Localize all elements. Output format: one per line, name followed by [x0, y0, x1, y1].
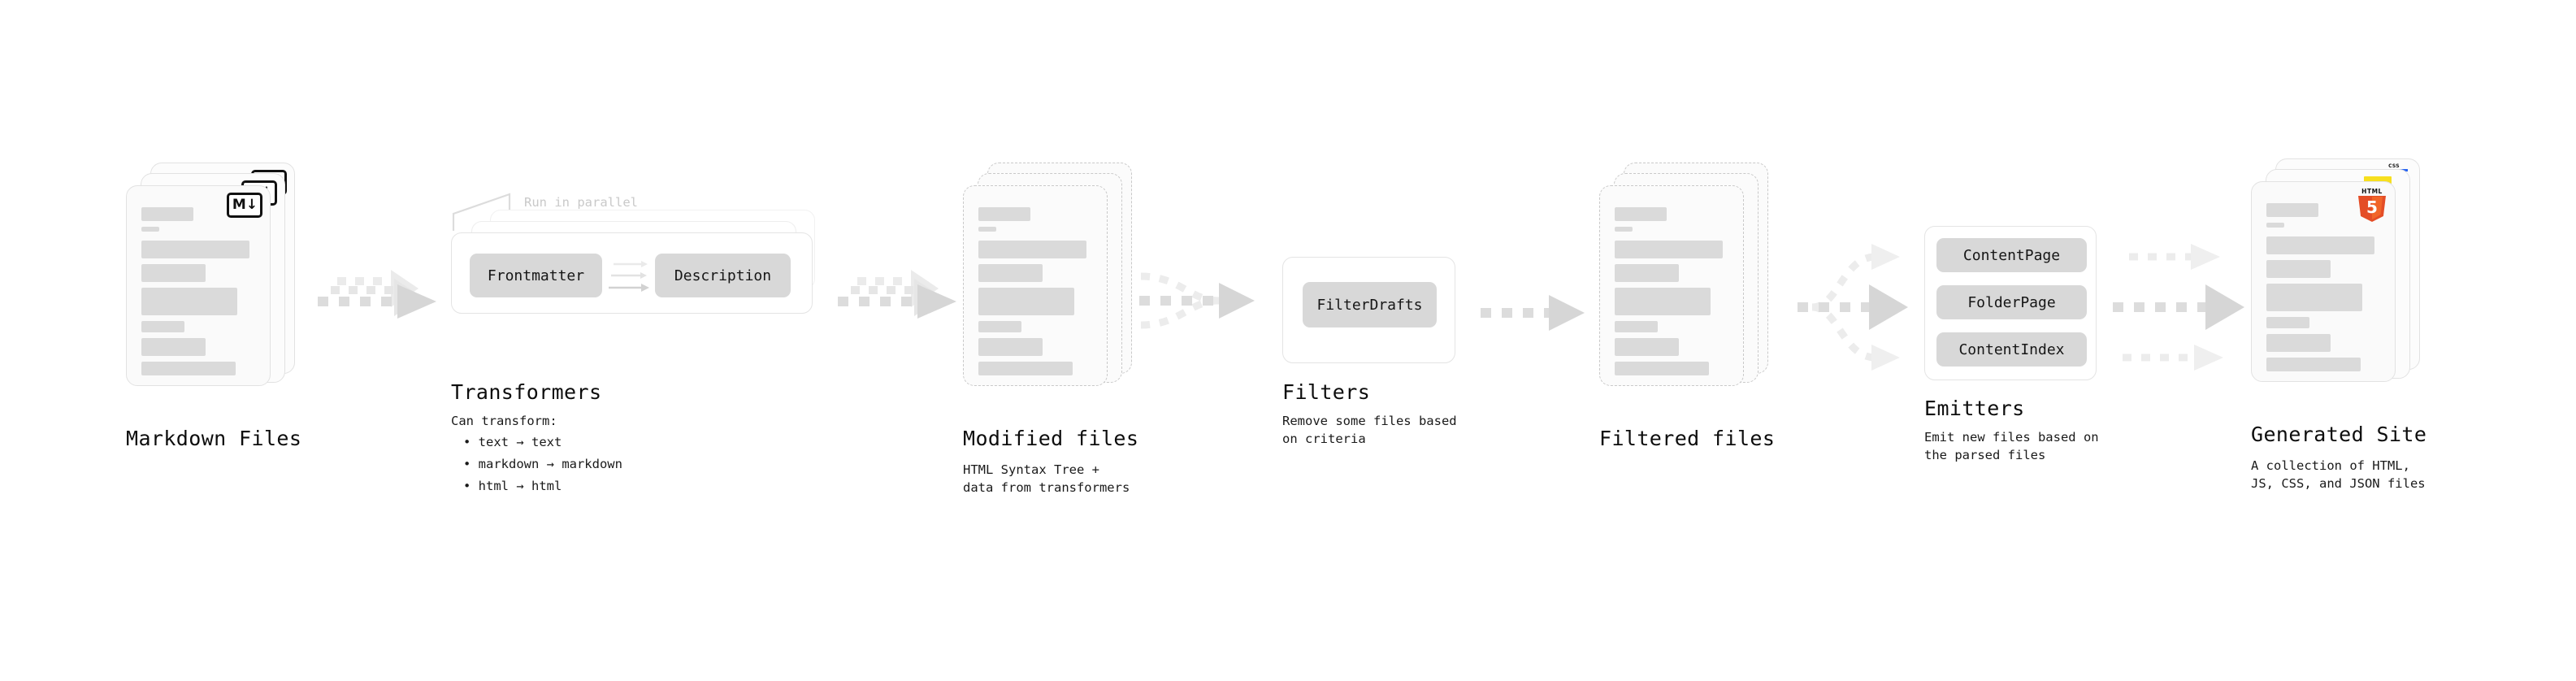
skeleton-line — [1615, 321, 1658, 332]
stage-markdown-files: M↓ M↓ M↓ — [126, 163, 295, 386]
filters-box: FilterDrafts — [1282, 257, 1455, 363]
chip-filterdrafts[interactable]: FilterDrafts — [1303, 282, 1437, 327]
skeleton-title — [141, 207, 193, 221]
skeleton-line — [1615, 288, 1711, 315]
document-skeleton — [141, 207, 258, 381]
skeleton-line — [141, 321, 184, 332]
skeleton-title — [978, 207, 1030, 221]
skeleton-line — [141, 241, 249, 258]
arrow-icon-triple-wide — [2113, 244, 2244, 371]
document-card-front: HTML 5 — [2251, 181, 2396, 382]
skeleton-line — [2266, 317, 2309, 328]
label-emitters: Emitters — [1924, 397, 2025, 420]
skeleton-line — [978, 338, 1043, 356]
chip-description[interactable]: Description — [655, 254, 791, 297]
modified-files-description: HTML Syntax Tree + data from transformer… — [963, 462, 1130, 495]
inner-arrow-icons — [609, 261, 649, 292]
html5-badge-word: HTML — [2361, 188, 2383, 195]
generated-site-description: A collection of HTML, JS, CSS, and JSON … — [2251, 458, 2426, 491]
label-filtered-files: Filtered files — [1599, 427, 1776, 450]
transformers-bullet-2: • html → html — [463, 479, 562, 493]
filtered-file-stack — [1599, 163, 1768, 386]
chip-contentindex[interactable]: ContentIndex — [1936, 332, 2087, 367]
skeleton-line — [1615, 264, 1679, 282]
label-markdown-files: Markdown Files — [126, 427, 302, 450]
skeleton-line — [2266, 358, 2361, 371]
document-card-front — [963, 185, 1108, 386]
skeleton-line — [1615, 362, 1709, 375]
note-run-in-parallel: Run in parallel — [524, 195, 638, 210]
document-skeleton — [978, 207, 1095, 381]
transformers-bullet-0: • text → text — [463, 435, 562, 449]
skeleton-subtitle — [1615, 227, 1633, 232]
label-generated-site: Generated Site — [2251, 423, 2427, 446]
document-card-front — [1599, 185, 1744, 386]
run-in-parallel-bracket — [452, 193, 511, 231]
document-card-front: M↓ — [126, 185, 271, 386]
html5-shield-inner — [2372, 197, 2383, 220]
filters-description: Remove some files based on criteria — [1282, 414, 1457, 446]
label-transformers: Transformers — [451, 380, 602, 404]
emitters-box: ContentPage FolderPage ContentIndex — [1924, 226, 2097, 380]
arrow-icon-converge — [1139, 272, 1255, 329]
skeleton-line — [978, 288, 1074, 315]
css-badge-label: CSS — [2388, 163, 2400, 169]
arrow-icon-fanout — [1798, 244, 1908, 371]
markdown-file-stack: M↓ M↓ M↓ — [126, 163, 295, 386]
skeleton-line — [1615, 241, 1723, 258]
arrow-transformers-to-modified — [833, 268, 971, 333]
skeleton-line — [141, 362, 236, 375]
skeleton-line — [978, 241, 1086, 258]
html5-badge: HTML 5 — [2357, 188, 2387, 222]
arrow-icon-triple — [838, 270, 956, 319]
skeleton-line — [978, 321, 1021, 332]
skeleton-line — [1615, 338, 1679, 356]
arrow-modified-to-filters — [1139, 268, 1273, 333]
document-skeleton — [1615, 207, 1732, 381]
arrow-markdown-to-transformers — [313, 268, 451, 333]
stage-modified-files — [963, 163, 1132, 386]
skeleton-line — [978, 264, 1043, 282]
label-filters: Filters — [1282, 380, 1371, 404]
transformers-description: Can transform: — [451, 414, 557, 428]
skeleton-line — [141, 264, 206, 282]
transformers-bullet-1: • markdown → markdown — [463, 457, 622, 471]
transformer-frame-front: Frontmatter Description — [451, 232, 813, 314]
skeleton-subtitle — [141, 227, 159, 232]
label-modified-files: Modified files — [963, 427, 1139, 450]
document-skeleton — [2266, 203, 2383, 377]
skeleton-line — [141, 288, 237, 315]
arrow-emitters-to-site — [2113, 234, 2267, 380]
skeleton-title — [1615, 207, 1667, 221]
arrow-icon-single — [1481, 295, 1585, 331]
skeleton-subtitle — [2266, 223, 2284, 228]
stage-filtered-files — [1599, 163, 1768, 386]
skeleton-line — [2266, 334, 2331, 352]
generated-site-stack: CSS HTML 5 — [2251, 158, 2420, 382]
skeleton-line — [2266, 260, 2331, 278]
emitters-description: Emit new files based on the parsed files — [1924, 430, 2099, 462]
arrow-filtered-to-emitters — [1780, 234, 1926, 380]
skeleton-line — [978, 362, 1073, 375]
skeleton-subtitle — [978, 227, 996, 232]
stage-generated-site: CSS HTML 5 — [2251, 158, 2420, 382]
chip-folderpage[interactable]: FolderPage — [1936, 285, 2087, 319]
arrow-filters-to-filtered — [1481, 288, 1594, 337]
chip-contentpage[interactable]: ContentPage — [1936, 238, 2087, 272]
markdown-badge-glyph: M↓ — [227, 193, 262, 218]
skeleton-line — [2266, 284, 2362, 311]
skeleton-line — [141, 338, 206, 356]
chip-frontmatter[interactable]: Frontmatter — [470, 254, 602, 297]
skeleton-line — [2266, 236, 2374, 254]
skeleton-title — [2266, 203, 2318, 217]
markdown-badge: M↓ — [227, 193, 262, 218]
html5-badge-number: 5 — [2366, 197, 2378, 217]
arrow-icon-triple — [318, 270, 436, 319]
modified-file-stack — [963, 163, 1132, 386]
